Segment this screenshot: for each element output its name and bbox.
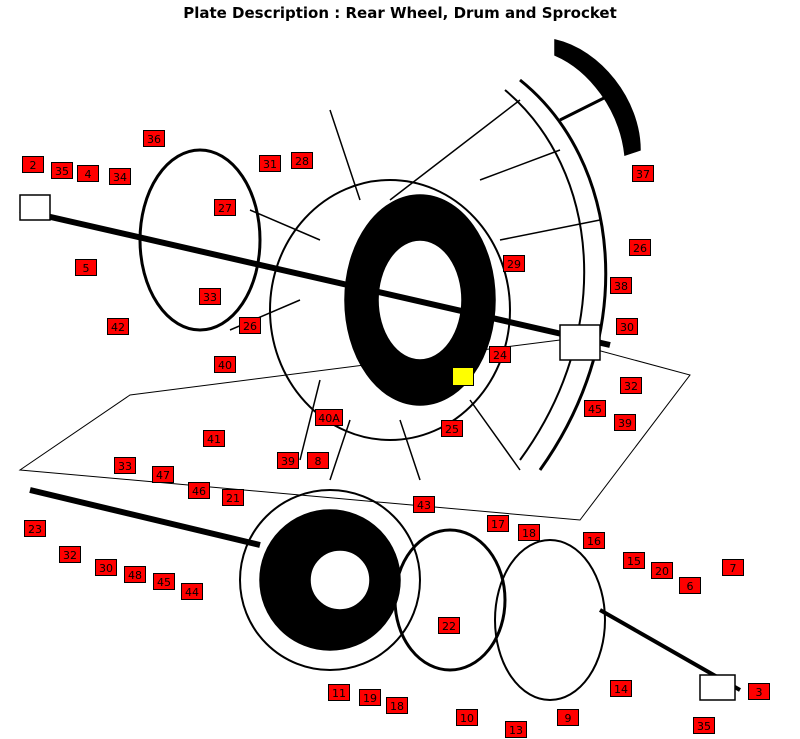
callout-30[interactable]: 30	[616, 318, 638, 335]
callout-10[interactable]: 10	[456, 709, 478, 726]
callout-30-lower[interactable]: 30	[95, 559, 117, 576]
callout-32-lower[interactable]: 32	[59, 546, 81, 563]
callout-3[interactable]: 3	[748, 683, 770, 700]
callout-23[interactable]: 23	[24, 520, 46, 537]
callout-32[interactable]: 32	[620, 377, 642, 394]
callout-43[interactable]: 43	[413, 496, 435, 513]
callout-26[interactable]: 26	[239, 317, 261, 334]
callout-15[interactable]: 15	[623, 552, 645, 569]
callout-33[interactable]: 33	[199, 288, 221, 305]
callout-47[interactable]: 47	[152, 466, 174, 483]
callout-39-lower[interactable]: 39	[277, 452, 299, 469]
callout-25[interactable]: 25	[441, 420, 463, 437]
callout-21[interactable]: 21	[222, 489, 244, 506]
callout-24[interactable]: 24	[489, 346, 511, 363]
callout-5[interactable]: 5	[75, 259, 97, 276]
callout-20[interactable]: 20	[651, 562, 673, 579]
callout-29[interactable]: 29	[503, 255, 525, 272]
callout-39[interactable]: 39	[614, 414, 636, 431]
callout-36[interactable]: 36	[143, 130, 165, 147]
callout-7[interactable]: 7	[722, 559, 744, 576]
callout-42[interactable]: 42	[107, 318, 129, 335]
callout-40a[interactable]: 40A	[315, 409, 343, 426]
callout-18-lower[interactable]: 18	[386, 697, 408, 714]
callout-14[interactable]: 14	[610, 680, 632, 697]
callout-48[interactable]: 48	[124, 566, 146, 583]
plate-title: Plate Description : Rear Wheel, Drum and…	[183, 4, 617, 22]
callout-35[interactable]: 35	[51, 162, 73, 179]
callout-13[interactable]: 13	[505, 721, 527, 738]
callout-27[interactable]: 27	[214, 199, 236, 216]
callout-33-lower[interactable]: 33	[114, 457, 136, 474]
callout-26-right[interactable]: 26	[629, 239, 651, 256]
callout-17[interactable]: 17	[487, 515, 509, 532]
callout-6[interactable]: 6	[679, 577, 701, 594]
callout-34[interactable]: 34	[109, 168, 131, 185]
callout-38[interactable]: 38	[610, 277, 632, 294]
callout-46[interactable]: 46	[188, 482, 210, 499]
callout-18[interactable]: 18	[518, 524, 540, 541]
callout-41[interactable]: 41	[203, 430, 225, 447]
callout-22[interactable]: 22	[438, 617, 460, 634]
callout-35-lower[interactable]: 35	[693, 717, 715, 734]
callout-37[interactable]: 37	[632, 165, 654, 182]
callout-24-highlight[interactable]	[452, 367, 474, 386]
callout-2[interactable]: 2	[22, 156, 44, 173]
callout-28[interactable]: 28	[291, 152, 313, 169]
callout-8[interactable]: 8	[307, 452, 329, 469]
callout-16[interactable]: 16	[583, 532, 605, 549]
callout-4[interactable]: 4	[77, 165, 99, 182]
callout-11[interactable]: 11	[328, 684, 350, 701]
callout-9[interactable]: 9	[557, 709, 579, 726]
callout-19[interactable]: 19	[359, 689, 381, 706]
callout-45[interactable]: 45	[584, 400, 606, 417]
callout-45-lower[interactable]: 45	[153, 573, 175, 590]
callout-31[interactable]: 31	[259, 155, 281, 172]
callout-44[interactable]: 44	[181, 583, 203, 600]
callout-40[interactable]: 40	[214, 356, 236, 373]
